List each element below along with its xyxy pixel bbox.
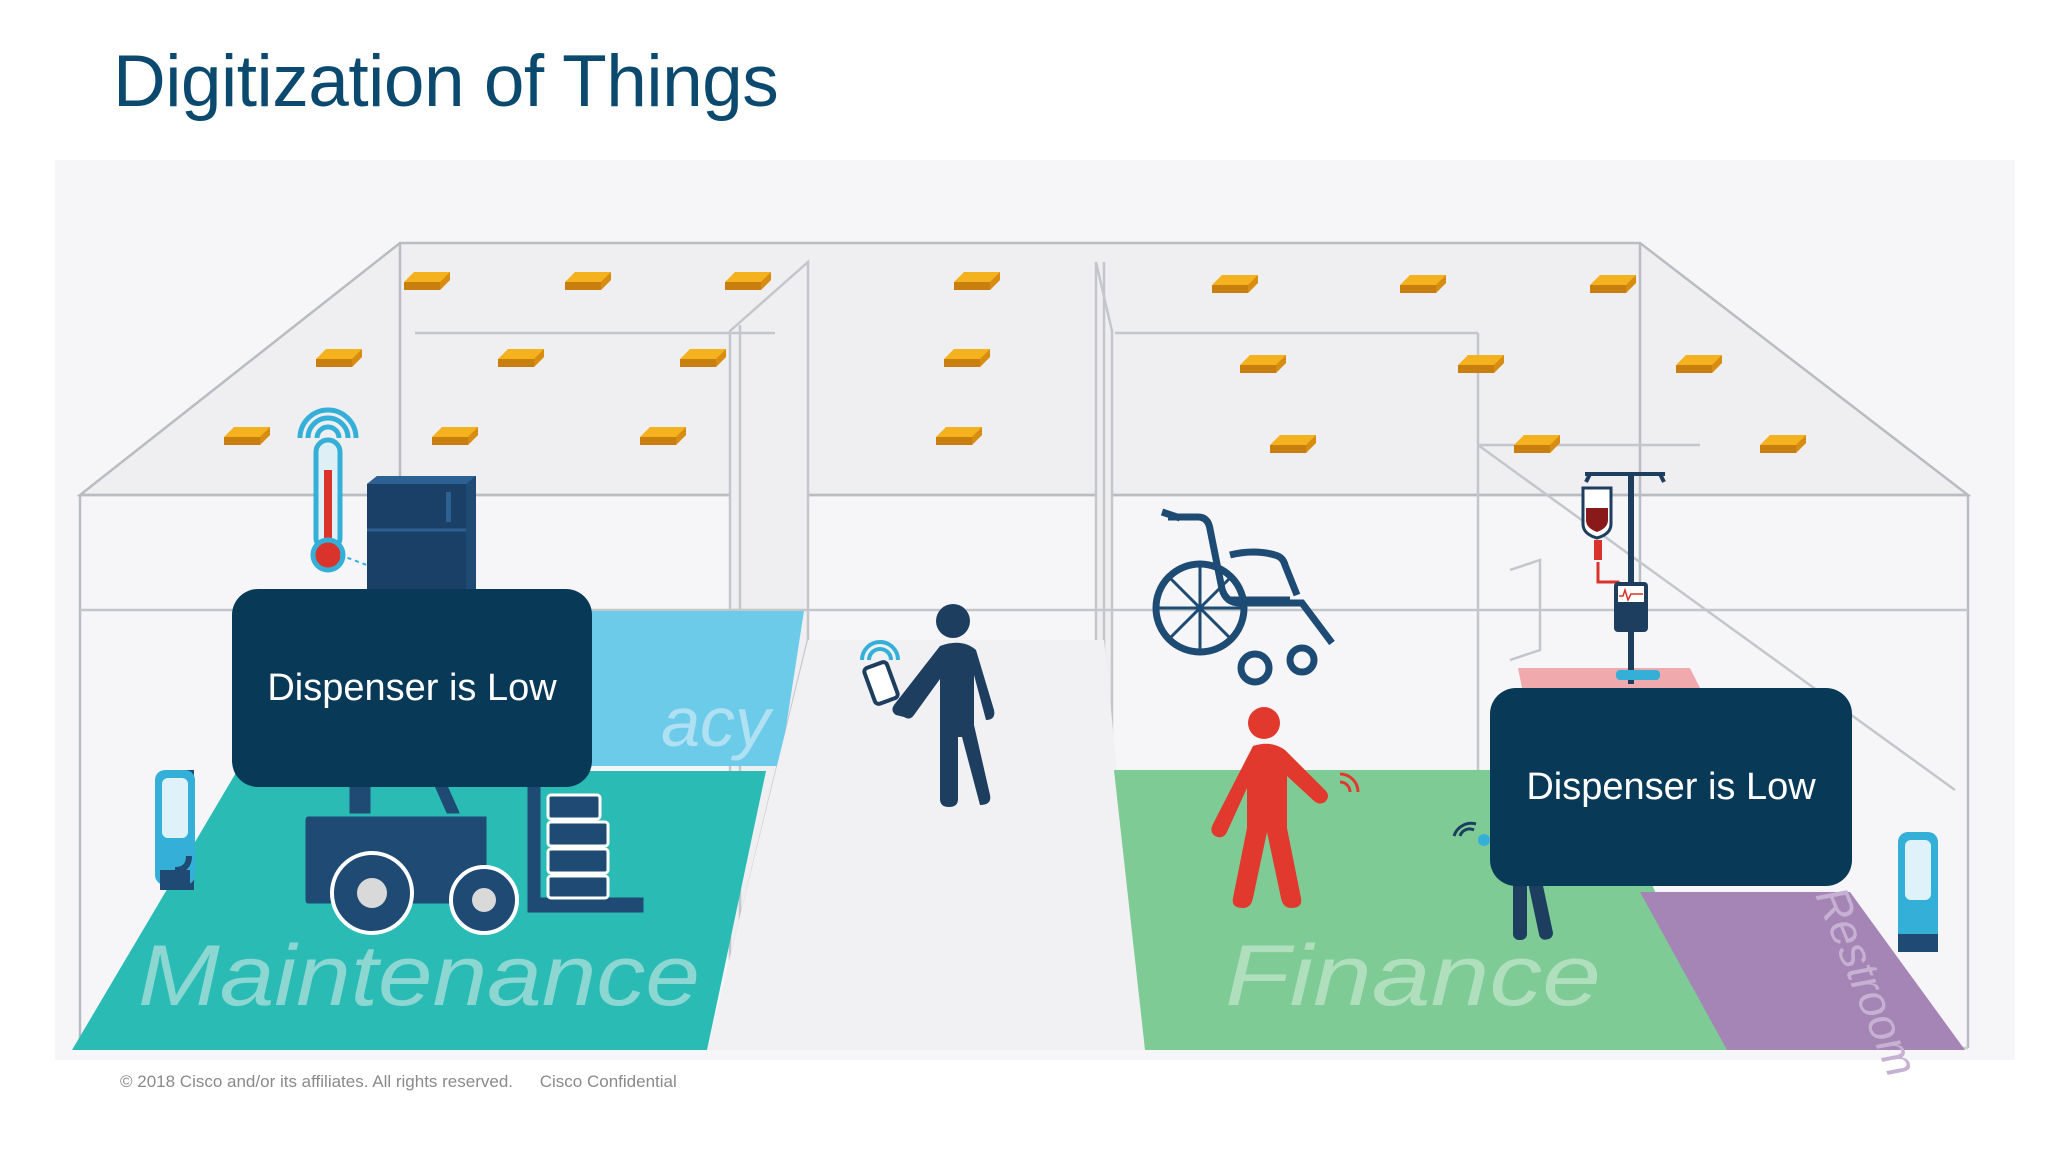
soap-dispenser-icon [155, 770, 195, 890]
forklift-icon [302, 769, 644, 935]
confidential-label: Cisco Confidential [539, 1072, 677, 1091]
person-partial-icon [1513, 880, 1553, 940]
zone-label-finance: Finance [1225, 928, 1601, 1024]
dispenser-alert-callout: Dispenser is Low [232, 589, 592, 787]
patient-room-floor [1518, 668, 1700, 688]
soap-dispenser-icon [1898, 832, 1938, 952]
copyright-text: © 2018 Cisco and/or its affiliates. All … [120, 1072, 514, 1091]
thermometer-icon [297, 407, 381, 573]
wifi-signal-icon [1452, 821, 1490, 846]
slide-footer: © 2018 Cisco and/or its affiliates. All … [120, 1072, 677, 1092]
floor-zones [72, 611, 1965, 1050]
zone-label-maintenance: Maintenance [138, 928, 700, 1024]
refrigerator-icon [367, 476, 476, 590]
person-with-tablet-icon [860, 604, 995, 807]
restroom-floor [1640, 892, 1965, 1050]
iv-pole-icon [1581, 472, 1666, 684]
person-alert-icon [1211, 707, 1360, 908]
zone-label-pharmacy: acy [661, 683, 774, 761]
corridor-floor [707, 640, 1145, 1050]
wheelchair-icon [1152, 508, 1335, 686]
slide-title: Digitization of Things [113, 41, 779, 122]
dispenser-alert-callout: Dispenser is Low [1490, 688, 1852, 886]
